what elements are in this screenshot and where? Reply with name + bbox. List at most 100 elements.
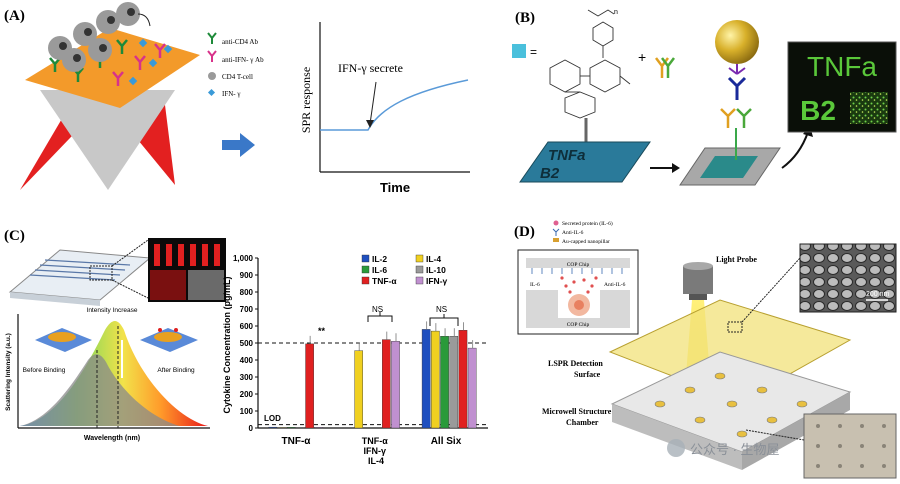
cop-top — [526, 258, 630, 268]
cop-bottom-label: COP Chip — [567, 322, 590, 328]
legend-anti-cd4: anti-CD4 Ab — [222, 38, 258, 46]
before-label: Before Binding — [23, 367, 66, 374]
bar — [467, 347, 477, 429]
panel-a-label: (A) — [4, 8, 25, 24]
il6-right-label: Anti-IL-6 — [604, 282, 626, 288]
zoom-line-2 — [111, 279, 149, 299]
legend-label: IL-2 — [372, 254, 387, 264]
legend-secreted: Secreted protein (IL-6) — [562, 220, 613, 227]
red-micrograph — [150, 270, 186, 300]
probe-top — [683, 262, 713, 270]
t-cell-icon — [208, 72, 216, 80]
scale-label: 200 nm — [866, 291, 890, 298]
y-tick-label: 100 — [240, 407, 254, 416]
before-particle — [48, 332, 76, 342]
inset-wells — [816, 424, 886, 468]
significance-stars: ** — [318, 326, 326, 336]
anti-il6-icon — [552, 228, 560, 236]
gold-nanoparticle — [715, 20, 759, 64]
antibody-row — [531, 268, 623, 274]
legend-cd4-cell: CD4 T-cell — [222, 73, 253, 81]
anti-ifn-icon — [207, 50, 217, 62]
spectrum-xlabel: Wavelength (nm) — [84, 435, 140, 442]
red-channels — [154, 244, 220, 266]
legend-swatch — [361, 276, 370, 285]
legend-swatch — [361, 265, 370, 274]
bar — [268, 426, 278, 429]
group-label-2-line: IFN-γ — [363, 446, 386, 456]
y-tick-label: 1,000 — [233, 254, 254, 263]
subscript-n: n — [614, 9, 618, 16]
microwell-side — [742, 392, 850, 470]
y-tick-label: 800 — [240, 288, 254, 297]
legend-swatch — [415, 276, 424, 285]
legend-label: IFN-γ — [426, 276, 448, 286]
bar — [458, 330, 468, 429]
group-label-2-line: IL-4 — [368, 456, 384, 466]
equals-sign: = — [530, 45, 537, 59]
ns-bracket-1 — [367, 312, 393, 322]
legend-label: IL-4 — [426, 254, 441, 264]
panel-b-label: (B) — [515, 10, 535, 26]
light-probe-label: Light Probe — [716, 255, 757, 264]
annotation-arrow — [369, 81, 377, 125]
bar — [440, 336, 449, 429]
chip-channels — [29, 259, 131, 281]
y-tick-label: 200 — [240, 390, 254, 399]
t-cells — [48, 2, 140, 72]
light-probe — [683, 266, 713, 294]
microwell-front — [612, 404, 742, 470]
lod-label: LOD — [264, 414, 281, 423]
bar — [314, 427, 324, 429]
surface-antibody-green — [736, 108, 752, 128]
lspr-label-line: Surface — [574, 370, 601, 379]
bar — [431, 330, 440, 429]
y-tick-label: 400 — [240, 356, 254, 365]
annotation-arrowhead — [366, 120, 374, 128]
legend-swatch — [361, 254, 370, 263]
y-tick-label: 300 — [240, 373, 254, 382]
group-label-3: All Six — [431, 436, 462, 447]
anti-cd4-icon — [207, 32, 217, 44]
arrowhead-right-icon — [672, 163, 680, 173]
after-label: After Binding — [157, 367, 195, 374]
microwell-label-line: Microwell Structure — [542, 407, 612, 416]
fluor-text-1: TNFa — [807, 51, 877, 82]
wechat-logo-icon — [667, 439, 685, 457]
panel-a-legend: anti-CD4 Ab anti-IFN- γ Ab CD4 T-cell IF… — [207, 32, 264, 98]
grey-micrograph — [188, 270, 224, 300]
polymer-square-icon — [512, 44, 526, 58]
bar-ylabel: Cytokine Concentration (pg/mL) — [222, 276, 232, 413]
panel-c: (C) Intensity Increase — [4, 228, 488, 466]
antibody-icon-2 — [661, 57, 675, 78]
legend-label: IL-10 — [426, 265, 446, 275]
watermark: 公众号 · 生物屋 — [690, 442, 780, 457]
panel-a: (A) — [4, 2, 470, 195]
inset-zoom-line — [745, 429, 805, 441]
after-particle — [154, 332, 182, 342]
lspr-zoom-line — [741, 257, 801, 323]
ns-label-1: NS — [372, 305, 383, 314]
bar — [391, 341, 400, 429]
nanopillar-icon — [553, 238, 559, 242]
bar — [277, 427, 287, 429]
bar — [382, 339, 391, 429]
zoom-line-1 — [111, 239, 149, 267]
y-tick-label: 600 — [240, 322, 254, 331]
ifn-icon — [207, 88, 216, 97]
bar — [449, 336, 459, 429]
y-tick-label: 500 — [240, 339, 254, 348]
legend-swatch — [415, 265, 424, 274]
group-label-1: TNF-α — [282, 436, 312, 447]
panel-b: (B) = n + TNFa B2 — [512, 9, 897, 186]
microwells — [654, 372, 808, 438]
spr-ylabel: SPR response — [299, 67, 313, 133]
bar — [421, 329, 431, 429]
fluor-text-2: B2 — [800, 95, 836, 126]
microwell-label-line: Chamber — [566, 418, 599, 427]
lspr-label-line: LSPR Detection — [548, 359, 603, 368]
bar — [305, 343, 314, 429]
ns-bracket-2 — [429, 314, 459, 326]
sensor-surface — [25, 28, 200, 108]
capture-antibody — [727, 76, 747, 100]
